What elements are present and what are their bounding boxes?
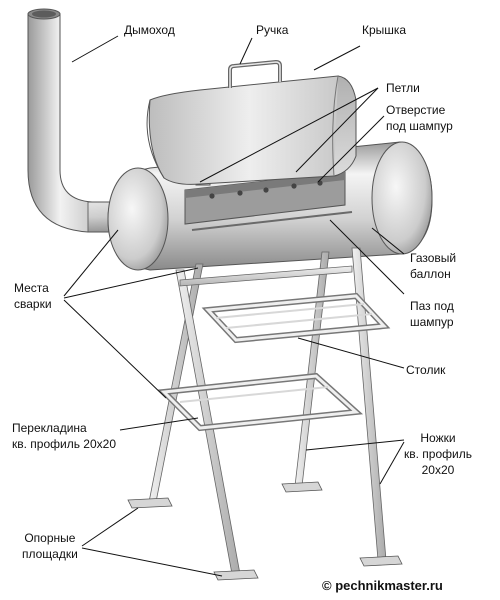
crossbar-label: Перекладина кв. профиль 20х20 [12,421,116,451]
skewer-slot-label: Паз под шампур [410,299,454,329]
chimney-label: Дымоход [124,23,175,37]
leader-lines [63,35,405,577]
lid [146,59,357,185]
stand [127,247,403,581]
support-pads-label: Опорные площадки [22,531,78,561]
skewer-hole-label: Отверстие под шампур [386,103,453,133]
credit-text: © pechnikmaster.ru [322,578,443,593]
gas-cylinder-label: Газовый баллон [410,251,457,281]
hinges-label: Петли [386,81,420,95]
handle-label: Ручка [256,23,289,37]
lid-label: Крышка [362,23,407,37]
table-label: Столик [406,363,446,377]
legs-label: Ножки кв. профиль 20х20 [404,431,472,477]
weld-points-label: Места сварки [14,281,52,311]
